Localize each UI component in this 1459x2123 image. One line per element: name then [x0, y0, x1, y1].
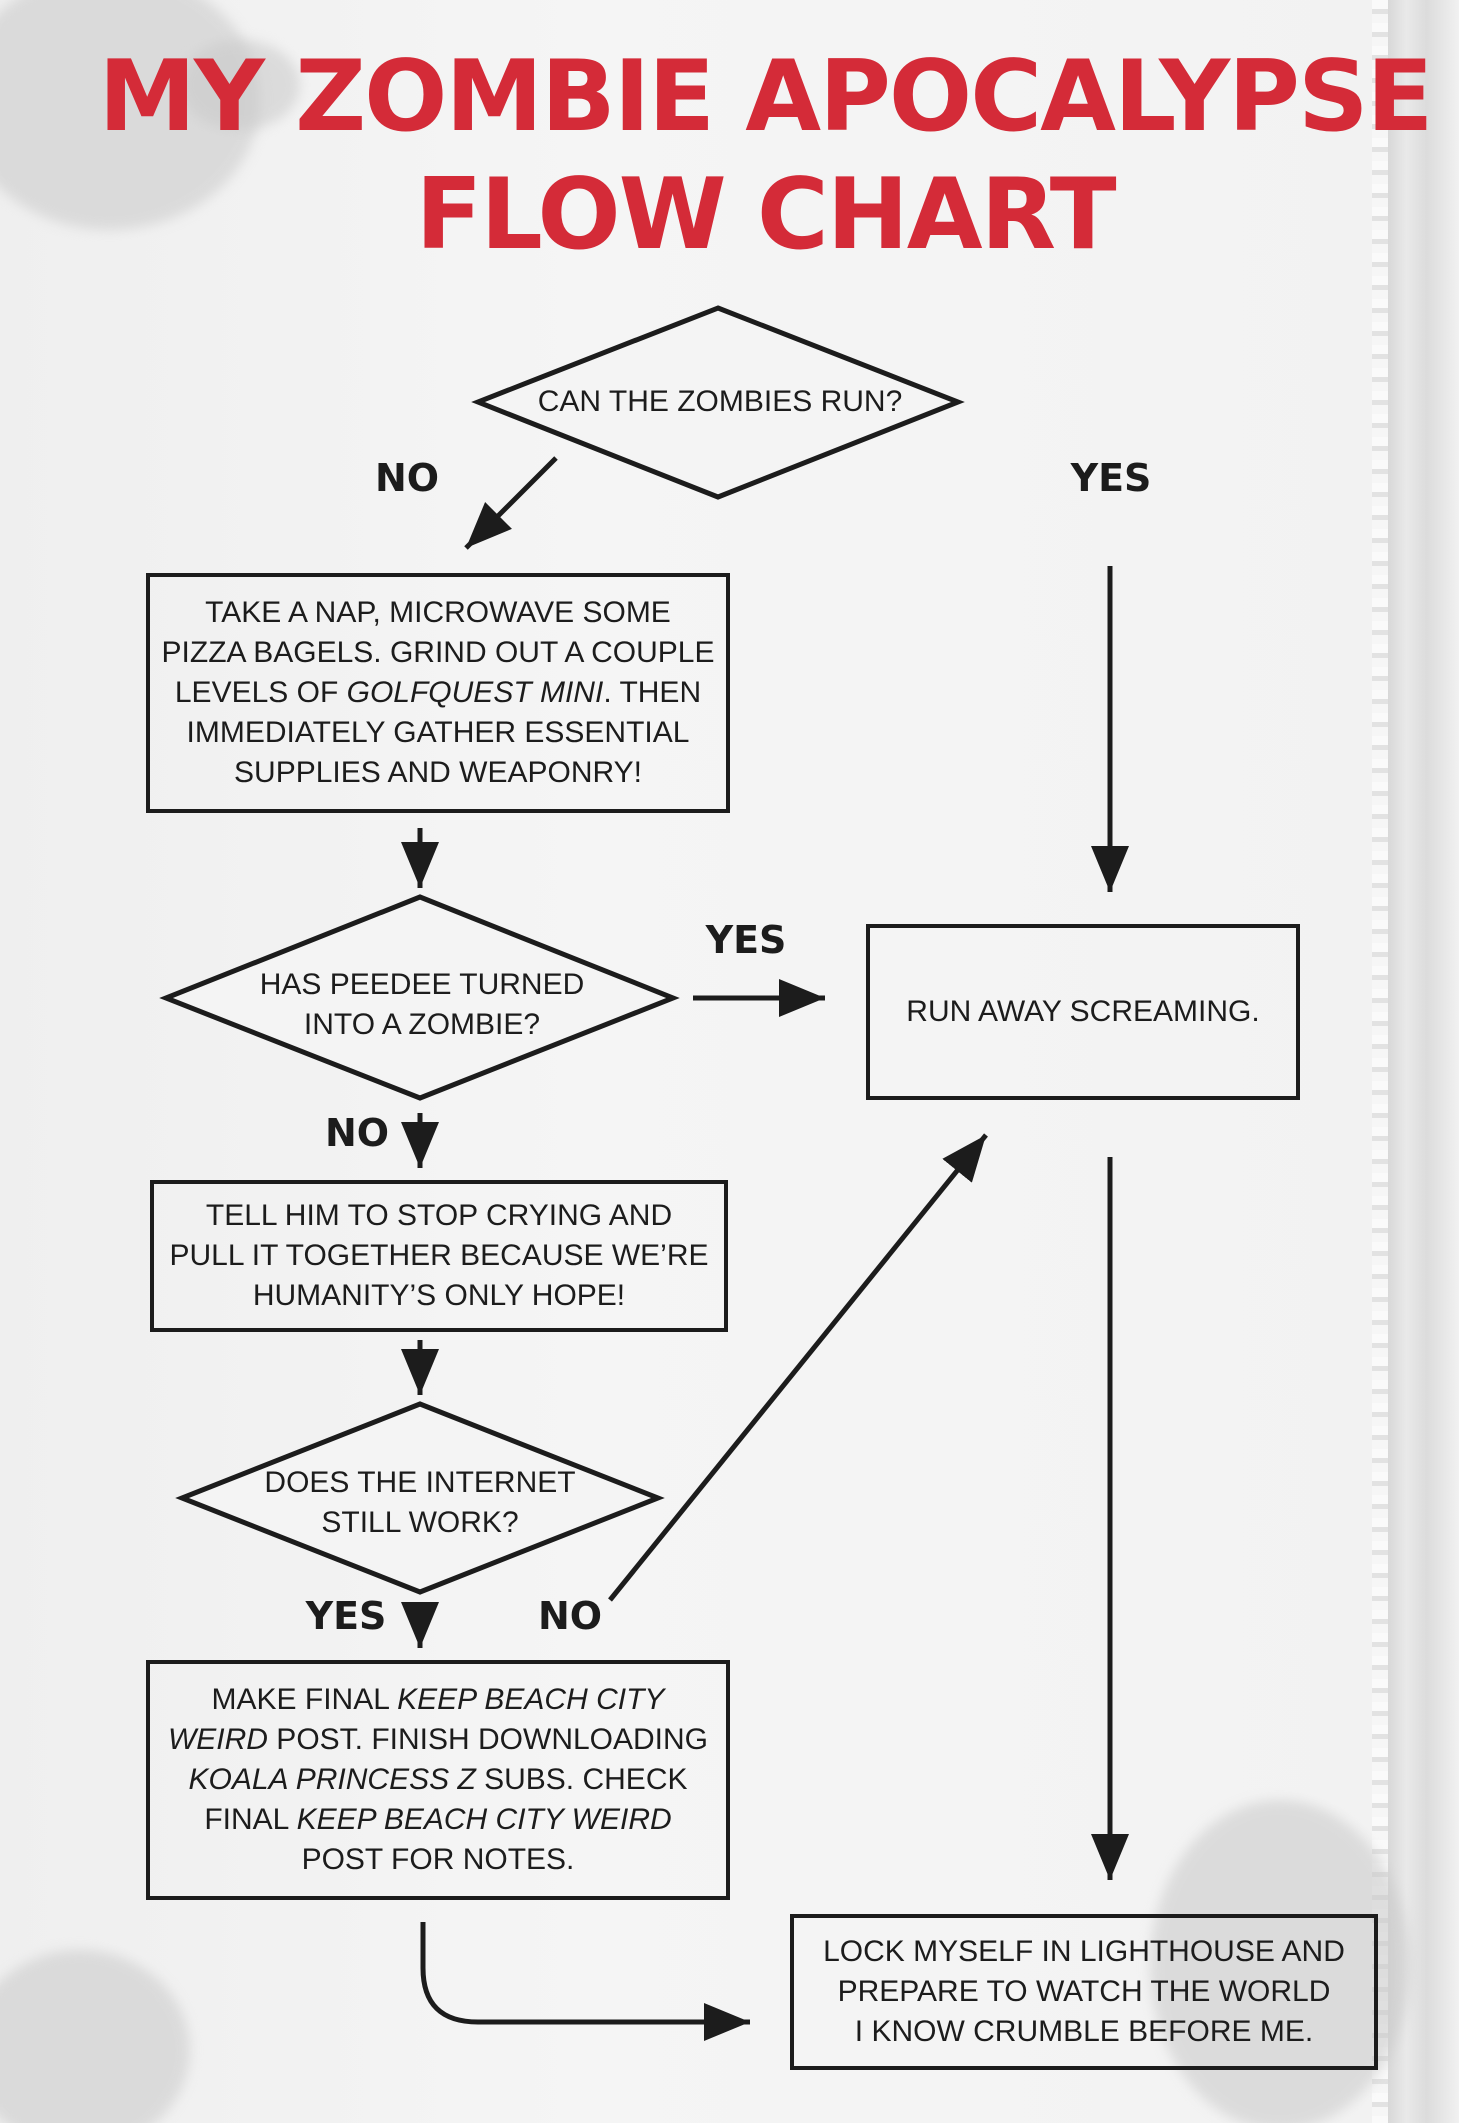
- decision-diamond-internet: [175, 1401, 665, 1595]
- title-line-1: MY ZOMBIE APOCALYPSE: [98, 40, 1434, 154]
- label-internet-no: NO: [537, 1594, 603, 1638]
- label-internet-yes: YES: [305, 1594, 387, 1638]
- decision-peedee-zombie: HAS PEEDEE TURNED INTO A ZOMBIE?: [259, 968, 585, 1041]
- torn-page-edge-fibers: [1372, 0, 1388, 2123]
- label-peedee-no: NO: [324, 1111, 390, 1155]
- label-run-no: NO: [374, 456, 440, 500]
- step-final-post: MAKE FINAL KEEP BEACH CITY WEIRD POST. F…: [146, 1660, 730, 1900]
- decision-diamond-zombies-run: [471, 305, 965, 500]
- label-peedee-yes: YES: [705, 918, 787, 962]
- torn-page-edge: [1378, 0, 1459, 2123]
- page-title: MY ZOMBIE APOCALYPSE FLOW CHART: [0, 38, 1459, 274]
- step-run-away-screaming: RUN AWAY SCREAMING.: [866, 924, 1300, 1100]
- grunge-splat: [180, 40, 300, 130]
- decision-diamond-peedee: [159, 894, 680, 1101]
- arrow-run-no: [464, 456, 558, 550]
- decision-zombies-run: CAN THE ZOMBIES RUN?: [537, 385, 903, 418]
- step-nap-and-gather: TAKE A NAP, MICROWAVE SOME PIZZA BAGELS.…: [146, 573, 730, 813]
- grunge-splat: [0, 1950, 190, 2123]
- step-tell-him: TELL HIM TO STOP CRYING AND PULL IT TOGE…: [150, 1180, 728, 1332]
- step-lighthouse: LOCK MYSELF IN LIGHTHOUSE AND PREPARE TO…: [790, 1914, 1378, 2070]
- arrow-internet-no: [608, 1133, 988, 1602]
- decision-internet-works: DOES THE INTERNET STILL WORK?: [264, 1466, 576, 1539]
- title-line-2: FLOW CHART: [415, 158, 1116, 272]
- arrow-final-post-to-lighthouse: [420, 1922, 750, 2041]
- label-run-yes: YES: [1070, 456, 1152, 500]
